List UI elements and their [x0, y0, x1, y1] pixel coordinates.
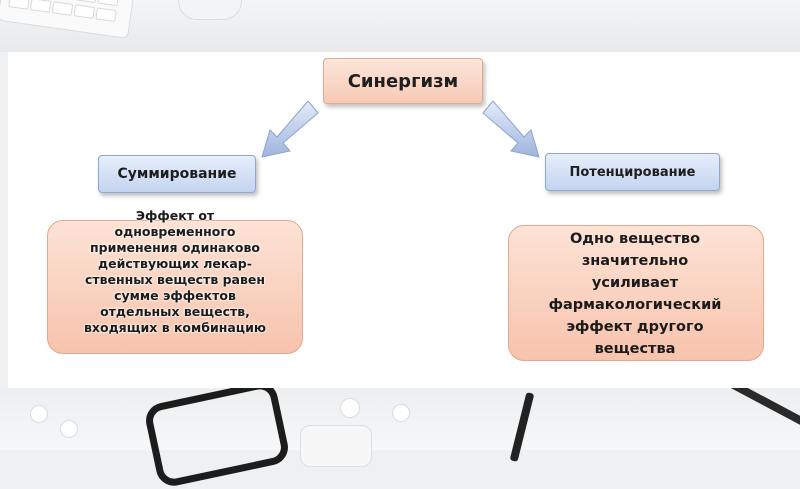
- pill-image: [340, 398, 360, 418]
- potentiation-description-text: Одно вещество значительно усиливает фарм…: [548, 231, 722, 357]
- branch-node-potentiation: Потенцирование: [545, 153, 720, 191]
- pill-image: [30, 405, 48, 423]
- summation-description-box: [47, 220, 303, 354]
- pill-image: [60, 420, 78, 438]
- pill-image: [392, 404, 410, 422]
- root-node-synergism: Синергизм: [323, 58, 483, 104]
- arrow-down-left-icon: [261, 100, 319, 158]
- potentiation-description-box: [508, 225, 764, 361]
- arrow-down-right-icon: [482, 100, 540, 158]
- summation-description-text: Эффект от одновременного применения один…: [84, 208, 266, 335]
- background-top: [0, 0, 800, 52]
- branch-node-summation: Суммирование: [98, 155, 256, 193]
- diagram-arrows: [261, 100, 540, 158]
